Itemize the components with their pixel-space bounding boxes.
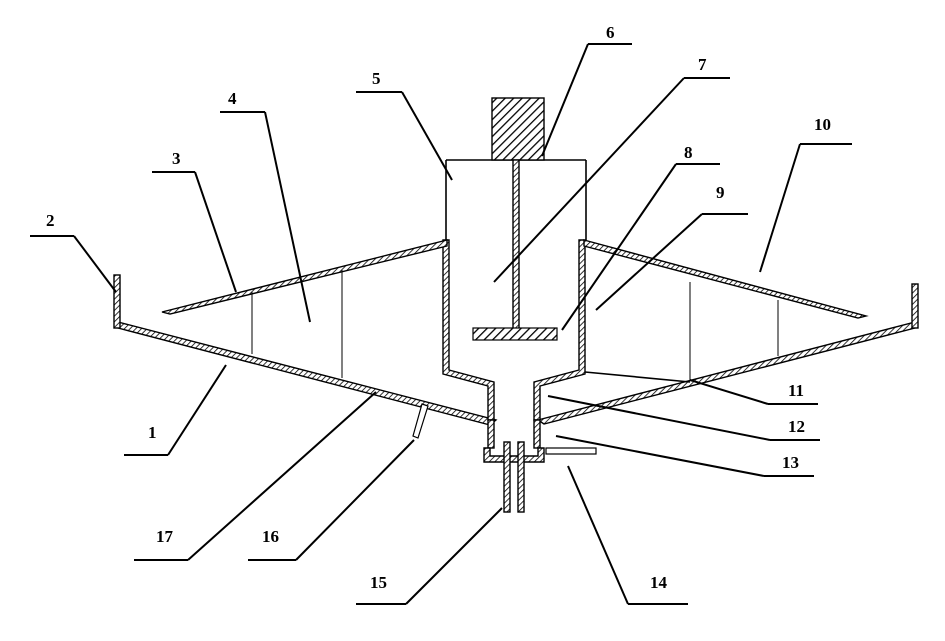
callout-label-5: 5 (372, 69, 381, 88)
callout-3: 3 (152, 149, 237, 293)
callout-15: 15 (356, 507, 503, 605)
chamber-separator (584, 371, 691, 383)
callout-12: 12 (547, 395, 820, 441)
motor-block (491, 97, 545, 161)
callout-14: 14 (567, 465, 688, 605)
stirrer (472, 159, 558, 341)
callout-label-1: 1 (148, 423, 157, 442)
callout-1: 1 (124, 364, 227, 456)
callout-10: 10 (759, 115, 852, 273)
impeller-blade (472, 327, 558, 341)
callout-label-14: 14 (650, 573, 668, 592)
callout-16: 16 (248, 439, 415, 561)
side-nozzle (412, 403, 429, 439)
callout-9: 9 (595, 183, 748, 311)
callout-label-12: 12 (788, 417, 805, 436)
callout-label-7: 7 (698, 55, 707, 74)
callout-label-9: 9 (716, 183, 725, 202)
callout-13: 13 (555, 435, 814, 477)
callout-label-10: 10 (814, 115, 831, 134)
mixing-cylinder (442, 159, 587, 449)
bottom-outlet (483, 441, 597, 513)
callout-label-15: 15 (370, 573, 387, 592)
callout-label-4: 4 (228, 89, 237, 108)
callout-2: 2 (30, 211, 117, 293)
callout-label-6: 6 (606, 23, 615, 42)
callout-4: 4 (220, 89, 311, 323)
callout-label-2: 2 (46, 211, 55, 230)
callout-7: 7 (493, 55, 730, 283)
callout-label-3: 3 (172, 149, 181, 168)
outer-cone-vessel (113, 274, 919, 426)
callout-label-8: 8 (684, 143, 693, 162)
callout-label-17: 17 (156, 527, 174, 546)
callout-label-16: 16 (262, 527, 279, 546)
callout-8: 8 (561, 143, 720, 331)
callout-6: 6 (541, 23, 632, 157)
callout-17: 17 (134, 391, 377, 561)
upper-cover-cones (161, 239, 869, 319)
callout-label-13: 13 (782, 453, 799, 472)
callout-5: 5 (356, 69, 453, 181)
callout-11: 11 (689, 379, 818, 405)
baffle-plates (251, 270, 779, 380)
callout-label-11: 11 (788, 381, 804, 400)
